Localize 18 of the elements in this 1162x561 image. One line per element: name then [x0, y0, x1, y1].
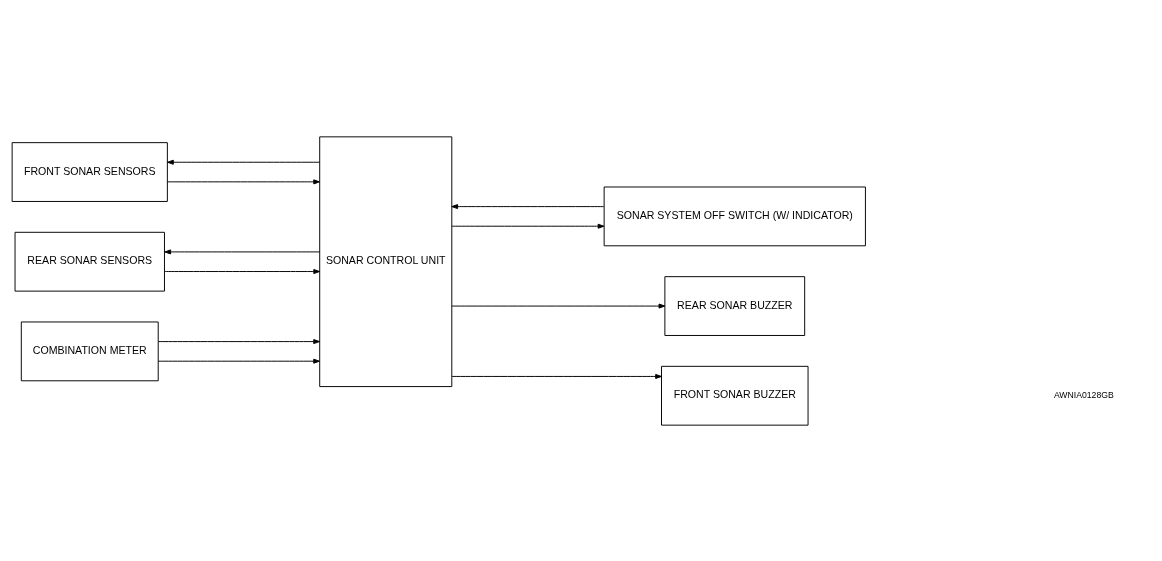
- arrow: [167, 178, 321, 184]
- arrow: [164, 248, 321, 254]
- arrow: [451, 373, 662, 379]
- arrow: [157, 338, 320, 344]
- arrow: [164, 268, 321, 274]
- node-box: SONAR CONTROL UNIT: [319, 135, 453, 387]
- node-box: REAR SONAR SENSORS: [14, 231, 165, 292]
- label: AWNIA0128GB: [1053, 389, 1114, 400]
- arrow: [451, 223, 605, 229]
- arrow: [157, 358, 320, 364]
- arrow: [451, 303, 666, 309]
- node-box: FRONT SONAR BUZZER: [661, 365, 809, 426]
- arrow: [451, 203, 605, 209]
- arrow: [167, 159, 321, 165]
- node-box: FRONT SONAR SENSORS: [11, 141, 168, 202]
- node-box: COMBINATION METER: [20, 321, 159, 381]
- node-box: SONAR SYSTEM OFF SWITCH (W/ INDICATOR): [603, 186, 866, 246]
- node-box: REAR SONAR BUZZER: [664, 275, 806, 336]
